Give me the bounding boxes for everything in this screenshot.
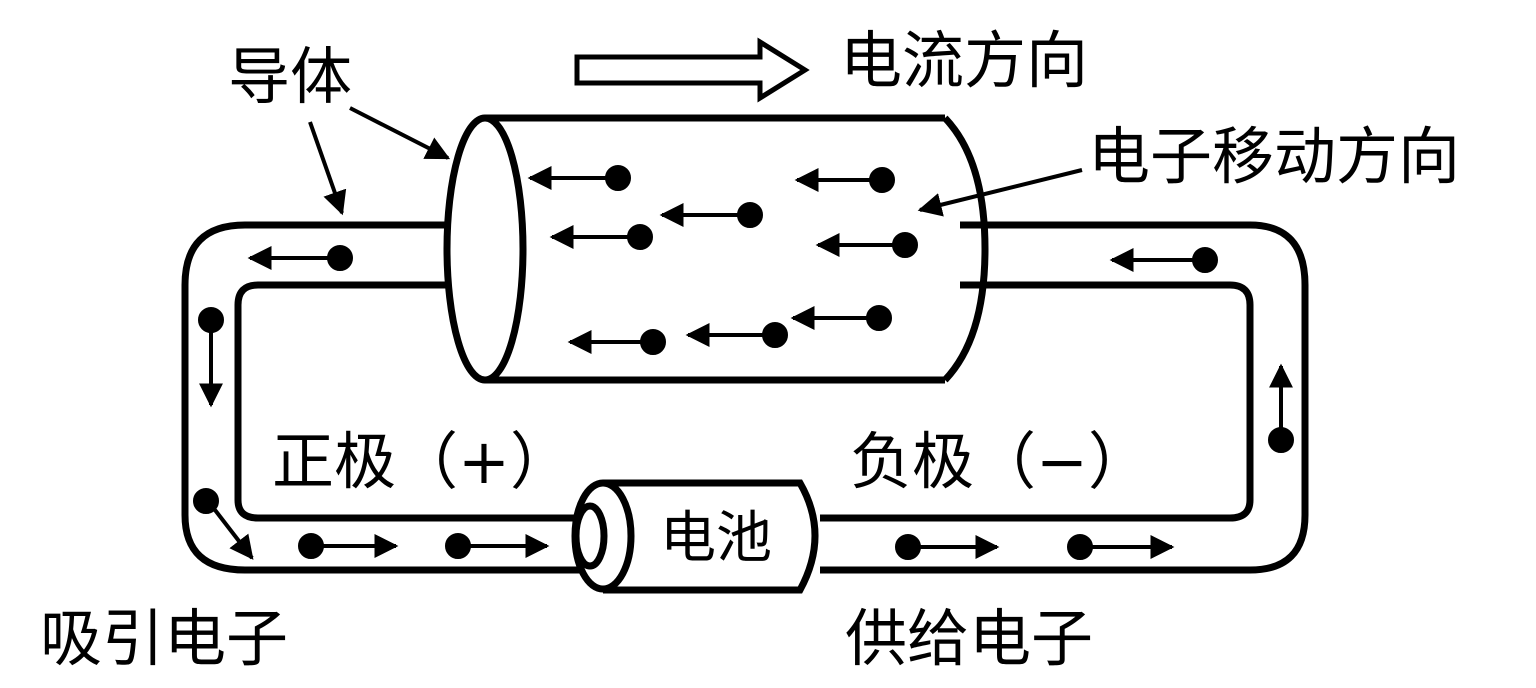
battery-terminal	[572, 502, 608, 570]
label-conductor: 导体	[228, 40, 352, 113]
electron	[445, 533, 550, 559]
electron	[790, 305, 892, 331]
label-supply-electrons: 供给电子	[845, 602, 1093, 675]
electron	[1268, 363, 1294, 453]
electron	[1109, 247, 1218, 273]
electron	[815, 232, 918, 258]
current-direction-arrow	[574, 37, 810, 103]
label-battery: 电池	[660, 506, 772, 571]
conductor-pointer-line	[308, 121, 347, 216]
conductor-left-face	[443, 114, 527, 384]
label-attract-electrons: 吸引电子	[40, 602, 288, 675]
electron	[298, 533, 399, 559]
conductor-pointer-line-2	[349, 106, 451, 160]
electron	[549, 224, 653, 250]
label-negative-pole: 负极（−）	[850, 425, 1150, 498]
wire-outer-outline	[181, 221, 1309, 574]
pointer-lines	[308, 106, 1083, 217]
electron	[659, 202, 763, 228]
electron	[1067, 534, 1175, 560]
conductor-body	[485, 114, 945, 384]
battery-body	[603, 479, 819, 594]
electron	[527, 165, 631, 191]
electron	[247, 245, 353, 271]
electron	[685, 322, 788, 348]
conductor-cylinder	[443, 114, 989, 384]
electron	[794, 167, 895, 193]
electron	[198, 307, 224, 408]
electron	[193, 488, 254, 560]
electron-direction-pointer-line	[917, 168, 1083, 217]
conductor-right-face	[942, 115, 989, 383]
wire-inner-outline	[234, 281, 1254, 522]
label-current-direction: 电流方向	[840, 24, 1088, 97]
label-positive-pole: 正极（+）	[272, 425, 572, 498]
battery	[571, 479, 819, 594]
electron	[895, 534, 1000, 560]
electrons	[193, 165, 1294, 560]
label-electron-direction: 电子移动方向	[1088, 120, 1460, 193]
electron	[567, 329, 666, 355]
